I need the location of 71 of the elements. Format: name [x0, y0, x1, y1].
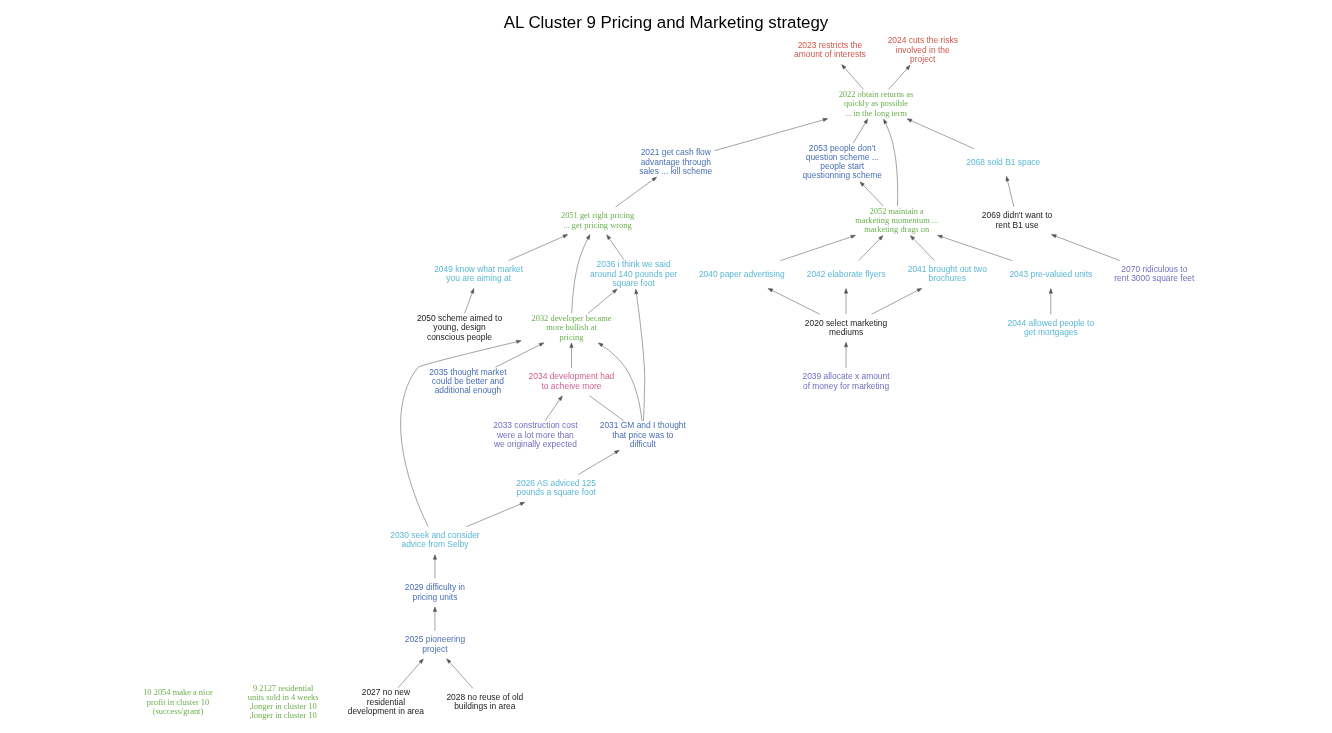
- node-text: 2026 AS adviced 125 pounds a square foot: [516, 477, 596, 498]
- arrow: [446, 658, 474, 689]
- arrow: [844, 288, 848, 315]
- arrow: [606, 234, 625, 260]
- node-text: 2031 GM and I thought that price was to difficult: [599, 420, 686, 449]
- node-text: 2068 sold B1 space: [966, 156, 1041, 167]
- node-text: 2040 paper advertising: [698, 268, 785, 279]
- node-text: 2050 scheme aimed to young, design conscious people: [416, 313, 503, 342]
- arrow: [871, 288, 922, 315]
- arrow: [587, 288, 618, 314]
- arrow: [615, 176, 657, 208]
- node-text: 2070 ridiculous to rent 3000 square feet: [1114, 264, 1195, 284]
- node-text: 2041 brought out two brochures: [907, 264, 987, 284]
- arrow: [906, 118, 974, 149]
- arrow: [634, 288, 645, 422]
- arrow: [937, 235, 1013, 261]
- arrow: [853, 118, 868, 144]
- diagram-title: AL Cluster 9 Pricing and Marketing strategy: [503, 12, 829, 32]
- node-text: 2036 i think we said around 140 pounds per square foot: [590, 259, 678, 288]
- arrow: [544, 395, 563, 422]
- node-text: 2022 obtain returns as quickly as possible ... in the long term: [838, 89, 914, 118]
- node-text: 2034 development had to acheive more: [528, 371, 615, 391]
- node-text: 2042 elaborate flyers: [806, 268, 886, 279]
- node-text: 2049 know what market you are aiming at: [434, 264, 524, 284]
- node-text: 2032 developer became more bullish at pricing: [531, 313, 612, 342]
- node-text: 2035 thought market could be better and additional enough: [429, 366, 507, 396]
- arrow: [433, 554, 437, 579]
- node-text: 2052 maintain a marketing momentum ... marketing drags on: [855, 205, 939, 235]
- node-text: 2027 no new residential development in area: [347, 687, 425, 716]
- arrow: [508, 234, 569, 261]
- arrow: [1048, 288, 1053, 315]
- node-text: 2021 get cash flow advantage through sales ... kill scheme: [639, 147, 713, 176]
- node-text: 2029 difficulty in pricing units: [404, 582, 466, 602]
- arrow: [466, 502, 526, 527]
- arrow: [400, 339, 522, 527]
- arrow: [577, 450, 620, 475]
- node-text: 2069 didn't want to rent B1 use: [981, 210, 1053, 230]
- node-text: 2033 construction cost were a lot more than we originally expected: [493, 420, 578, 449]
- arrow: [495, 342, 545, 368]
- arrow: [883, 118, 898, 207]
- arrow: [464, 288, 475, 314]
- node-text: 2023 restricts the amount of interests: [794, 40, 866, 60]
- arrow: [841, 64, 864, 90]
- node-text: 2030 seek and consider advice from Selby: [390, 530, 480, 550]
- arrow: [767, 288, 820, 315]
- arrow: [858, 235, 884, 261]
- node-text: 10 2054 make a nice profit in cluster 10 (success/grant): [143, 687, 213, 716]
- node-text: 2028 no reuse of old buildings in area: [446, 691, 524, 712]
- arrow: [844, 342, 848, 369]
- arrow: [714, 118, 828, 151]
- node-text: 2053 people don't question scheme ... people start questionning scheme: [802, 142, 883, 181]
- arrow: [569, 342, 574, 369]
- arrow: [433, 606, 437, 632]
- node-text: 2020 select marketing mediums: [804, 317, 888, 337]
- arrow: [1051, 234, 1120, 261]
- arrow: [888, 65, 911, 90]
- arrow: [910, 235, 935, 261]
- arrow: [598, 342, 643, 422]
- node-text: 2044 allowed people to get mortgages: [1007, 317, 1095, 337]
- node-text: 2025 pioneering project: [404, 634, 466, 654]
- arrow: [780, 235, 856, 261]
- arrow: [571, 234, 591, 314]
- connector: [589, 395, 624, 422]
- arrow: [859, 181, 884, 207]
- node-text: 2024 cuts the risks involved in the project: [887, 35, 958, 64]
- node-text: 2039 allocate x amount of money for marketing: [802, 371, 890, 391]
- node-text: 2043 pre-valuied units: [1009, 268, 1093, 279]
- node-text: 2051 get right pricing ... get pricing wrong: [560, 210, 635, 230]
- arrow: [1005, 176, 1015, 208]
- arrow: [397, 658, 424, 689]
- node-text: 9 2127 residential units sold in 4 weeks ,longer in cluster 10 ,longer in cluster 10: [247, 682, 319, 721]
